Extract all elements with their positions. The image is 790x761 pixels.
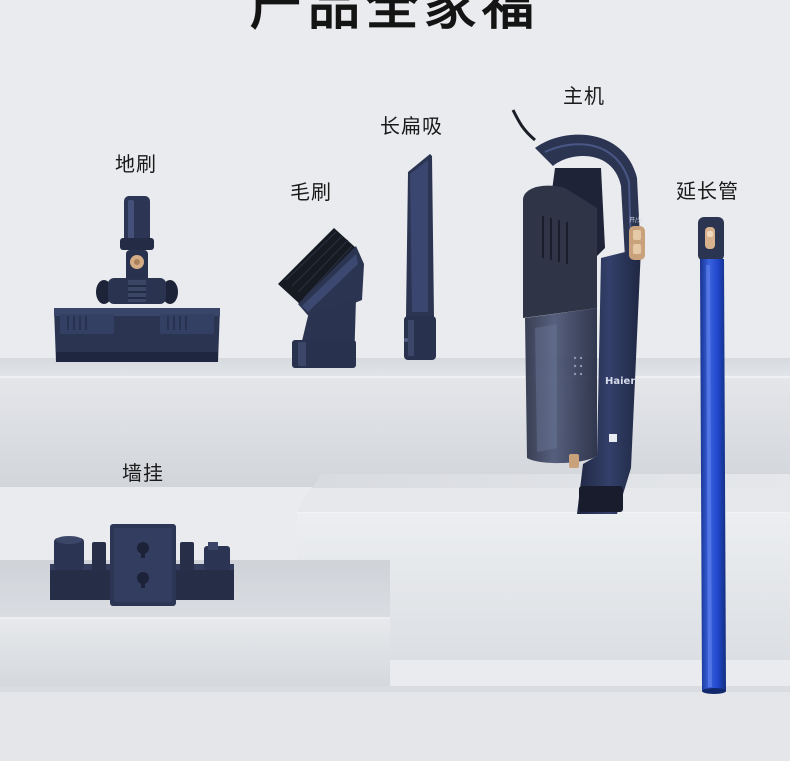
right-block-top (312, 474, 790, 488)
page-title: 产品全家福 (249, 0, 540, 37)
label-crevice-tool: 长扁吸 (380, 114, 443, 138)
soft-brush-image (278, 228, 364, 368)
label-main-unit: 主机 (563, 84, 605, 108)
floor (0, 686, 790, 761)
lower-shelf-face (0, 618, 390, 686)
upper-shelf-face (0, 377, 790, 487)
main-unit-image: 开/关 Haier (511, 109, 645, 514)
label-wall-mount: 墙挂 (122, 461, 164, 485)
brand-logo: Haier (605, 376, 635, 387)
label-soft-brush: 毛刷 (290, 180, 332, 204)
floor-brush-image (54, 196, 220, 362)
label-extension-tube: 延长管 (676, 179, 739, 203)
switch-marking: 开/关 (629, 216, 643, 224)
extension-tube-image (698, 217, 726, 694)
label-floor-brush: 地刷 (115, 152, 157, 176)
wall-mount-image (50, 524, 234, 606)
crevice-tool-image (404, 154, 436, 360)
